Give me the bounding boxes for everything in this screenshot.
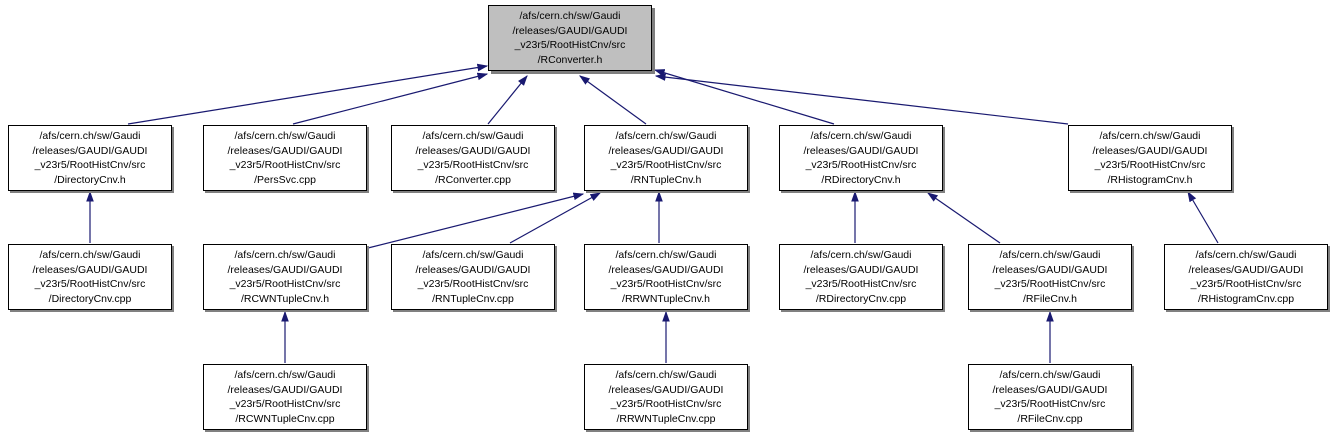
graph-edge bbox=[654, 73, 1069, 125]
node-label-line: /RCWNTupleCnv.cpp bbox=[235, 412, 335, 425]
graph-node-rhistogramcnv-h[interactable]: /afs/cern.ch/sw/Gaudi/releases/GAUDI/GAU… bbox=[1068, 125, 1232, 191]
node-label-line: /releases/GAUDI/GAUDI bbox=[992, 383, 1108, 396]
node-label-line: /RHistogramCnv.h bbox=[1107, 173, 1193, 186]
graph-edge bbox=[127, 63, 489, 125]
node-label-line: /releases/GAUDI/GAUDI bbox=[227, 383, 343, 396]
graph-node-rfilecnv-h[interactable]: /afs/cern.ch/sw/Gaudi/releases/GAUDI/GAU… bbox=[968, 244, 1132, 310]
node-label-line: /DirectoryCnv.cpp bbox=[48, 292, 132, 305]
node-label-line: /releases/GAUDI/GAUDI bbox=[803, 263, 919, 276]
node-label-line: /RNTupleCnv.h bbox=[630, 173, 702, 186]
edges-group bbox=[86, 63, 1219, 363]
node-label-line: /releases/GAUDI/GAUDI bbox=[227, 144, 343, 157]
graph-node-rntuplecnv-h[interactable]: /afs/cern.ch/sw/Gaudi/releases/GAUDI/GAU… bbox=[584, 125, 748, 191]
node-label-line: /releases/GAUDI/GAUDI bbox=[608, 144, 724, 157]
node-label-line: /DirectoryCnv.h bbox=[54, 173, 126, 186]
node-label-line: /afs/cern.ch/sw/Gaudi bbox=[1099, 130, 1201, 142]
node-label-line: _v23r5/RootHistCnv/src bbox=[514, 39, 626, 52]
node-label-line: /RHistogramCnv.cpp bbox=[1197, 292, 1295, 305]
graph-node-rdirectorycnv-cpp[interactable]: /afs/cern.ch/sw/Gaudi/releases/GAUDI/GAU… bbox=[779, 244, 943, 310]
node-label-line: _v23r5/RootHistCnv/src bbox=[1094, 159, 1206, 172]
node-label-line: /releases/GAUDI/GAUDI bbox=[512, 24, 628, 37]
graph-edge bbox=[927, 192, 1001, 244]
graph-edge bbox=[487, 75, 528, 125]
node-label-line: /releases/GAUDI/GAUDI bbox=[803, 144, 919, 157]
node-label-line: /releases/GAUDI/GAUDI bbox=[415, 144, 531, 157]
node-label-line: /RRWNTupleCnv.h bbox=[622, 292, 710, 305]
node-label-line: _v23r5/RootHistCnv/src bbox=[994, 398, 1106, 411]
node-label-line: /afs/cern.ch/sw/Gaudi bbox=[234, 130, 336, 142]
graph-node-rdirectorycnv-h[interactable]: /afs/cern.ch/sw/Gaudi/releases/GAUDI/GAU… bbox=[779, 125, 943, 191]
node-label-line: _v23r5/RootHistCnv/src bbox=[610, 278, 722, 291]
node-label-line: /afs/cern.ch/sw/Gaudi bbox=[615, 130, 717, 142]
node-label-line: /releases/GAUDI/GAUDI bbox=[32, 263, 148, 276]
node-label-line: /releases/GAUDI/GAUDI bbox=[227, 263, 343, 276]
node-label-line: _v23r5/RootHistCnv/src bbox=[34, 159, 146, 172]
graph-node-rhistogramcnv-cpp[interactable]: /afs/cern.ch/sw/Gaudi/releases/GAUDI/GAU… bbox=[1164, 244, 1328, 310]
node-label-line: /afs/cern.ch/sw/Gaudi bbox=[422, 249, 524, 261]
node-label-line: _v23r5/RootHistCnv/src bbox=[805, 278, 917, 291]
node-label-line: /RFileCnv.cpp bbox=[1017, 412, 1083, 425]
node-label-line: _v23r5/RootHistCnv/src bbox=[229, 159, 341, 172]
graph-node-rconverter-h[interactable]: /afs/cern.ch/sw/Gaudi/releases/GAUDI/GAU… bbox=[488, 5, 652, 71]
graph-node-rconverter-cpp[interactable]: /afs/cern.ch/sw/Gaudi/releases/GAUDI/GAU… bbox=[391, 125, 555, 191]
node-label-line: /afs/cern.ch/sw/Gaudi bbox=[810, 249, 912, 261]
node-label-line: /releases/GAUDI/GAUDI bbox=[415, 263, 531, 276]
node-label-line: /releases/GAUDI/GAUDI bbox=[1092, 144, 1208, 157]
graph-node-rntuplecnv-cpp[interactable]: /afs/cern.ch/sw/Gaudi/releases/GAUDI/GAU… bbox=[391, 244, 555, 310]
node-label-line: /afs/cern.ch/sw/Gaudi bbox=[234, 369, 336, 381]
node-label-line: /afs/cern.ch/sw/Gaudi bbox=[519, 10, 621, 22]
node-label-line: /RNTupleCnv.cpp bbox=[432, 292, 514, 305]
node-label-line: /afs/cern.ch/sw/Gaudi bbox=[810, 130, 912, 142]
graph-node-directorycnv-cpp[interactable]: /afs/cern.ch/sw/Gaudi/releases/GAUDI/GAU… bbox=[8, 244, 172, 310]
node-label-line: /releases/GAUDI/GAUDI bbox=[32, 144, 148, 157]
node-label-line: /RDirectoryCnv.h bbox=[821, 173, 901, 186]
node-label-line: /RConverter.h bbox=[537, 53, 603, 66]
graph-edge bbox=[367, 192, 585, 249]
node-label-line: /afs/cern.ch/sw/Gaudi bbox=[999, 369, 1101, 381]
graph-node-rcwntuplecnv-h[interactable]: /afs/cern.ch/sw/Gaudi/releases/GAUDI/GAU… bbox=[203, 244, 367, 310]
node-label-line: _v23r5/RootHistCnv/src bbox=[34, 278, 146, 291]
graph-node-rrwntuplecnv-cpp[interactable]: /afs/cern.ch/sw/Gaudi/releases/GAUDI/GAU… bbox=[584, 364, 748, 430]
node-label-line: _v23r5/RootHistCnv/src bbox=[417, 159, 529, 172]
node-label-line: /RCWNTupleCnv.h bbox=[240, 292, 330, 305]
node-label-line: /afs/cern.ch/sw/Gaudi bbox=[234, 249, 336, 261]
graph-edge bbox=[653, 69, 835, 125]
node-label-line: _v23r5/RootHistCnv/src bbox=[1190, 278, 1302, 291]
graph-node-rrwntuplecnv-h[interactable]: /afs/cern.ch/sw/Gaudi/releases/GAUDI/GAU… bbox=[584, 244, 748, 310]
graph-edge bbox=[579, 75, 647, 125]
node-label-line: /afs/cern.ch/sw/Gaudi bbox=[615, 249, 717, 261]
node-label-line: _v23r5/RootHistCnv/src bbox=[610, 159, 722, 172]
node-label-line: /afs/cern.ch/sw/Gaudi bbox=[999, 249, 1101, 261]
graph-edge bbox=[509, 192, 602, 244]
node-label-line: /releases/GAUDI/GAUDI bbox=[608, 383, 724, 396]
node-label-line: _v23r5/RootHistCnv/src bbox=[417, 278, 529, 291]
graph-node-rcwntuplecnv-cpp[interactable]: /afs/cern.ch/sw/Gaudi/releases/GAUDI/GAU… bbox=[203, 364, 367, 430]
node-label-line: /RRWNTupleCnv.cpp bbox=[616, 412, 716, 425]
graph-node-perssvc-cpp[interactable]: /afs/cern.ch/sw/Gaudi/releases/GAUDI/GAU… bbox=[203, 125, 367, 191]
graph-node-rfilecnv-cpp[interactable]: /afs/cern.ch/sw/Gaudi/releases/GAUDI/GAU… bbox=[968, 364, 1132, 430]
node-label-line: /afs/cern.ch/sw/Gaudi bbox=[422, 130, 524, 142]
node-label-line: /afs/cern.ch/sw/Gaudi bbox=[1195, 249, 1297, 261]
node-label-line: _v23r5/RootHistCnv/src bbox=[805, 159, 917, 172]
node-label-line: /releases/GAUDI/GAUDI bbox=[608, 263, 724, 276]
node-label-line: /afs/cern.ch/sw/Gaudi bbox=[39, 249, 141, 261]
node-label-line: /afs/cern.ch/sw/Gaudi bbox=[39, 130, 141, 142]
node-label-line: _v23r5/RootHistCnv/src bbox=[994, 278, 1106, 291]
graph-edge bbox=[292, 72, 489, 125]
graph-edge bbox=[1187, 190, 1219, 244]
node-label-line: /releases/GAUDI/GAUDI bbox=[1188, 263, 1304, 276]
node-label-line: /afs/cern.ch/sw/Gaudi bbox=[615, 369, 717, 381]
node-label-line: /RDirectoryCnv.cpp bbox=[815, 292, 907, 305]
node-label-line: /PersSvc.cpp bbox=[254, 173, 316, 186]
node-label-line: _v23r5/RootHistCnv/src bbox=[229, 398, 341, 411]
node-label-line: _v23r5/RootHistCnv/src bbox=[229, 278, 341, 291]
node-label-line: /RFileCnv.h bbox=[1022, 292, 1078, 305]
node-label-line: /releases/GAUDI/GAUDI bbox=[992, 263, 1108, 276]
node-label-line: /RConverter.cpp bbox=[435, 173, 511, 186]
node-label-line: _v23r5/RootHistCnv/src bbox=[610, 398, 722, 411]
graph-node-directorycnv-h[interactable]: /afs/cern.ch/sw/Gaudi/releases/GAUDI/GAU… bbox=[8, 125, 172, 191]
